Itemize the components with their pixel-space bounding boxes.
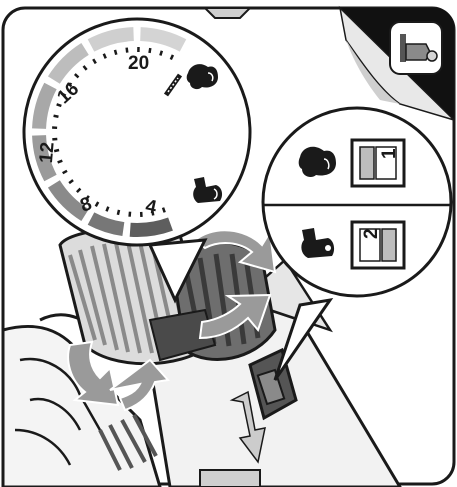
dial-number-12: 12: [36, 141, 59, 164]
dial-arc-segment: [130, 224, 170, 230]
dial-tick: [118, 210, 119, 215]
dial-tick: [163, 208, 165, 213]
dial-tick: [160, 51, 161, 56]
dial-tick: [57, 104, 62, 106]
dial-tick: [127, 48, 128, 53]
gear1-switch-box: 1: [352, 140, 404, 186]
dial-tick: [115, 50, 116, 55]
dial-tick: [58, 161, 63, 163]
dial-tick: [150, 48, 151, 53]
gear2-switch-box: 2: [352, 222, 404, 268]
dial-tick: [107, 207, 109, 212]
dial-tick: [54, 116, 59, 117]
dial-number-20: 20: [128, 53, 149, 74]
rabbit-icon: [187, 64, 218, 89]
gear2-label: 2: [361, 228, 382, 239]
wall-anchor-icon: [390, 22, 442, 74]
gear1-label: 1: [379, 148, 400, 159]
